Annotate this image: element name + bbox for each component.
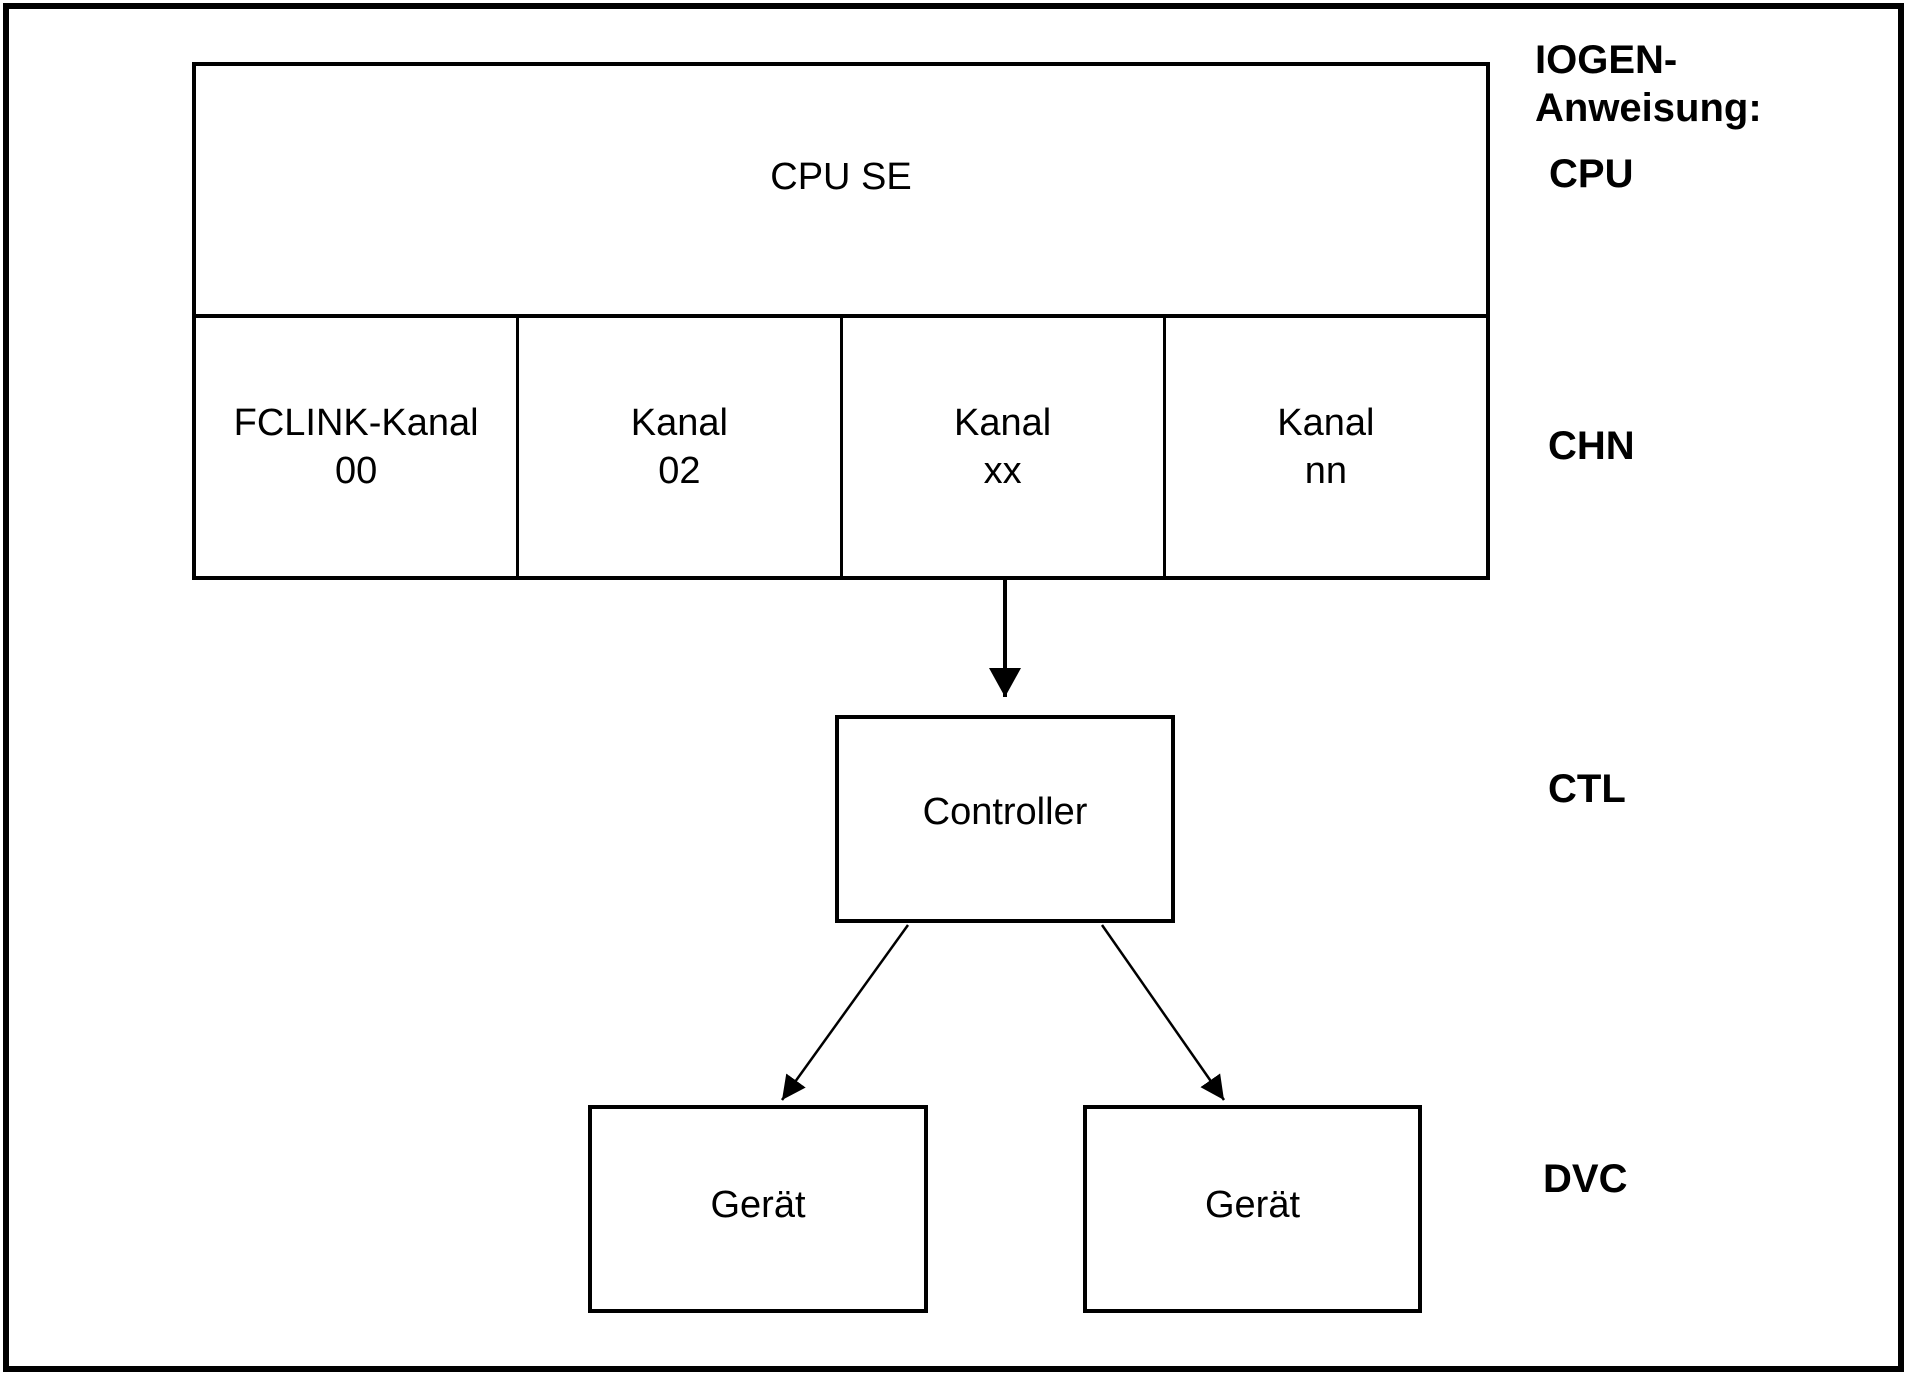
legend-heading: IOGEN- Anweisung: (1535, 36, 1762, 132)
legend-heading-line2: Anweisung: (1535, 86, 1762, 130)
channel-box-xx: Kanal xx (839, 318, 1163, 576)
device-box-label: Gerät (1204, 1184, 1301, 1226)
cpu-box-label: CPU SE (770, 156, 912, 198)
controller-box-label: Controller (922, 791, 1088, 833)
channel-box-nn: Kanal nn (1162, 318, 1486, 576)
controller-box: Controller (835, 715, 1175, 923)
channel-number: nn (1304, 450, 1348, 492)
device-box-label: Gerät (710, 1184, 806, 1226)
legend-level-ctl: CTL (1548, 767, 1626, 811)
cpu-box: CPU SE (192, 62, 1490, 318)
diagram-border-frame (3, 3, 1904, 1372)
device-box-left: Gerät (588, 1105, 928, 1313)
channel-name: Kanal (954, 402, 1052, 444)
legend-level-dvc: DVC (1543, 1157, 1628, 1201)
channel-number: 00 (334, 450, 378, 492)
legend-heading-line1: IOGEN- (1535, 38, 1678, 82)
device-box-right: Gerät (1083, 1105, 1422, 1313)
channel-name: FCLINK-Kanal (233, 402, 479, 444)
channel-box-02: Kanal 02 (516, 318, 839, 576)
channel-number: 02 (658, 450, 701, 492)
legend-level-chn: CHN (1548, 424, 1635, 468)
channel-name: Kanal (1277, 402, 1375, 444)
channel-number: xx (983, 450, 1022, 492)
legend-level-cpu: CPU (1549, 152, 1634, 196)
channel-row: FCLINK-Kanal 00 Kanal 02 Kanal xx Kanal … (192, 314, 1490, 580)
channel-name: Kanal (630, 402, 728, 444)
channel-box-fclink-00: FCLINK-Kanal 00 (196, 318, 516, 576)
